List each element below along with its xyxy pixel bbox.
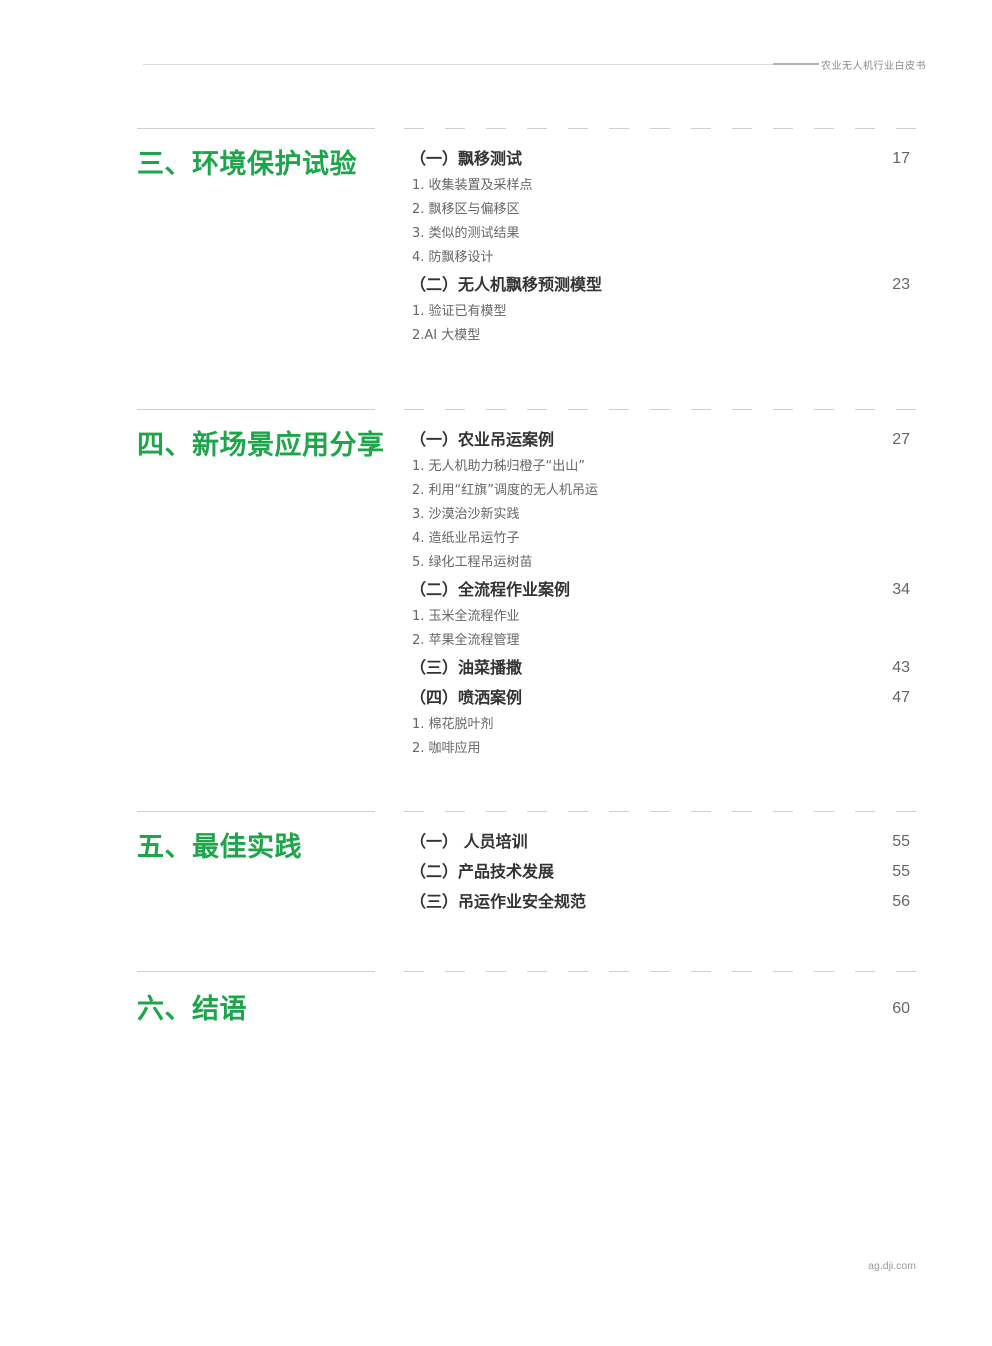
toc-entry-label: （一）农业吊运案例 [410, 430, 555, 449]
toc-entry[interactable]: （二）全流程作业案例 34 [410, 575, 910, 605]
section-rule [137, 128, 375, 129]
section-dash-rule [404, 971, 921, 972]
header-rule [143, 64, 773, 65]
toc-sub-entry[interactable]: 1. 玉米全流程作业 [412, 609, 520, 624]
section-title: 五、最佳实践 [137, 832, 302, 863]
header-title: 农业无人机行业白皮书 [821, 61, 926, 72]
toc-entry-label: （一）飘移测试 [410, 149, 523, 168]
toc-sub-entry[interactable]: 4. 防飘移设计 [412, 250, 494, 265]
toc-entry[interactable]: （一）农业吊运案例 27 [410, 425, 910, 455]
toc-entry-label: （二）全流程作业案例 [410, 580, 571, 599]
section-title: 三、环境保护试验 [137, 149, 357, 180]
toc-sub-entry[interactable]: 3. 类似的测试结果 [412, 226, 520, 241]
footer-url[interactable]: ag.dji.com [868, 1260, 916, 1272]
toc-entry-label: （三）吊运作业安全规范 [410, 892, 587, 911]
toc-list: （一）农业吊运案例 27 1. 无人机助力秭归橙子“出山” 2. 利用“红旗”调… [410, 425, 910, 761]
toc-sub-entry[interactable]: 2. 飘移区与偏移区 [412, 202, 520, 217]
toc-entry-page: 17 [892, 150, 910, 167]
toc-sub-entry[interactable]: 2. 咖啡应用 [412, 741, 481, 756]
toc-entry-page: 27 [892, 431, 910, 448]
toc-entry-label: （四）喷洒案例 [410, 688, 523, 707]
toc-list: 60 [410, 994, 910, 1024]
toc-sub-entry[interactable]: 2.AI 大模型 [412, 328, 481, 343]
toc-list: （一）飘移测试 17 1. 收集装置及采样点 2. 飘移区与偏移区 3. 类似的… [410, 144, 910, 348]
section-title: 四、新场景应用分享 [137, 430, 385, 461]
toc-entry[interactable]: （一） 人员培训 55 [410, 827, 910, 857]
section-rule [137, 811, 375, 812]
toc-list: （一） 人员培训 55 （二）产品技术发展 55 （三）吊运作业安全规范 56 [410, 827, 910, 917]
toc-entry-page: 55 [892, 833, 910, 850]
section-rule [137, 409, 375, 410]
section-title: 六、结语 [137, 994, 247, 1025]
toc-sub-entry[interactable]: 4. 造纸业吊运竹子 [412, 531, 520, 546]
toc-sub-entry[interactable]: 5. 绿化工程吊运树苗 [412, 555, 533, 570]
toc-entry-label: （二）产品技术发展 [410, 862, 555, 881]
toc-entry-page: 34 [892, 581, 910, 598]
toc-sub-entry[interactable]: 3. 沙漠治沙新实践 [412, 507, 520, 522]
section-dash-rule [404, 409, 921, 410]
section-rule [137, 971, 375, 972]
toc-entry-page: 43 [892, 659, 910, 676]
toc-sub-entry[interactable]: 1. 验证已有模型 [412, 304, 507, 319]
toc-entry-page: 55 [892, 863, 910, 880]
section-dash-rule [404, 811, 921, 812]
toc-entry[interactable]: （一）飘移测试 17 [410, 144, 910, 174]
toc-entry-page: 47 [892, 689, 910, 706]
toc-sub-entry[interactable]: 1. 棉花脱叶剂 [412, 717, 494, 732]
toc-entry[interactable]: 60 [410, 994, 910, 1024]
toc-sub-entry[interactable]: 2. 利用“红旗”调度的无人机吊运 [412, 483, 599, 498]
toc-sub-entry[interactable]: 1. 收集装置及采样点 [412, 178, 533, 193]
toc-entry[interactable]: （二）产品技术发展 55 [410, 857, 910, 887]
toc-entry[interactable]: （二）无人机飘移预测模型 23 [410, 270, 910, 300]
toc-entry-label: （三）油菜播撒 [410, 658, 523, 677]
toc-entry-label: （二）无人机飘移预测模型 [410, 275, 603, 294]
toc-entry[interactable]: （三）吊运作业安全规范 56 [410, 887, 910, 917]
toc-entry-page: 56 [892, 893, 910, 910]
toc-entry-label: （一） 人员培训 [410, 832, 528, 851]
toc-sub-entry[interactable]: 2. 苹果全流程管理 [412, 633, 520, 648]
toc-entry[interactable]: （三）油菜播撒 43 [410, 653, 910, 683]
toc-entry-page: 23 [892, 276, 910, 293]
toc-sub-entry[interactable]: 1. 无人机助力秭归橙子“出山” [412, 459, 586, 474]
toc-entry[interactable]: （四）喷洒案例 47 [410, 683, 910, 713]
section-dash-rule [404, 128, 921, 129]
toc-entry-page: 60 [892, 1000, 910, 1017]
header-accent-rule [773, 63, 819, 65]
